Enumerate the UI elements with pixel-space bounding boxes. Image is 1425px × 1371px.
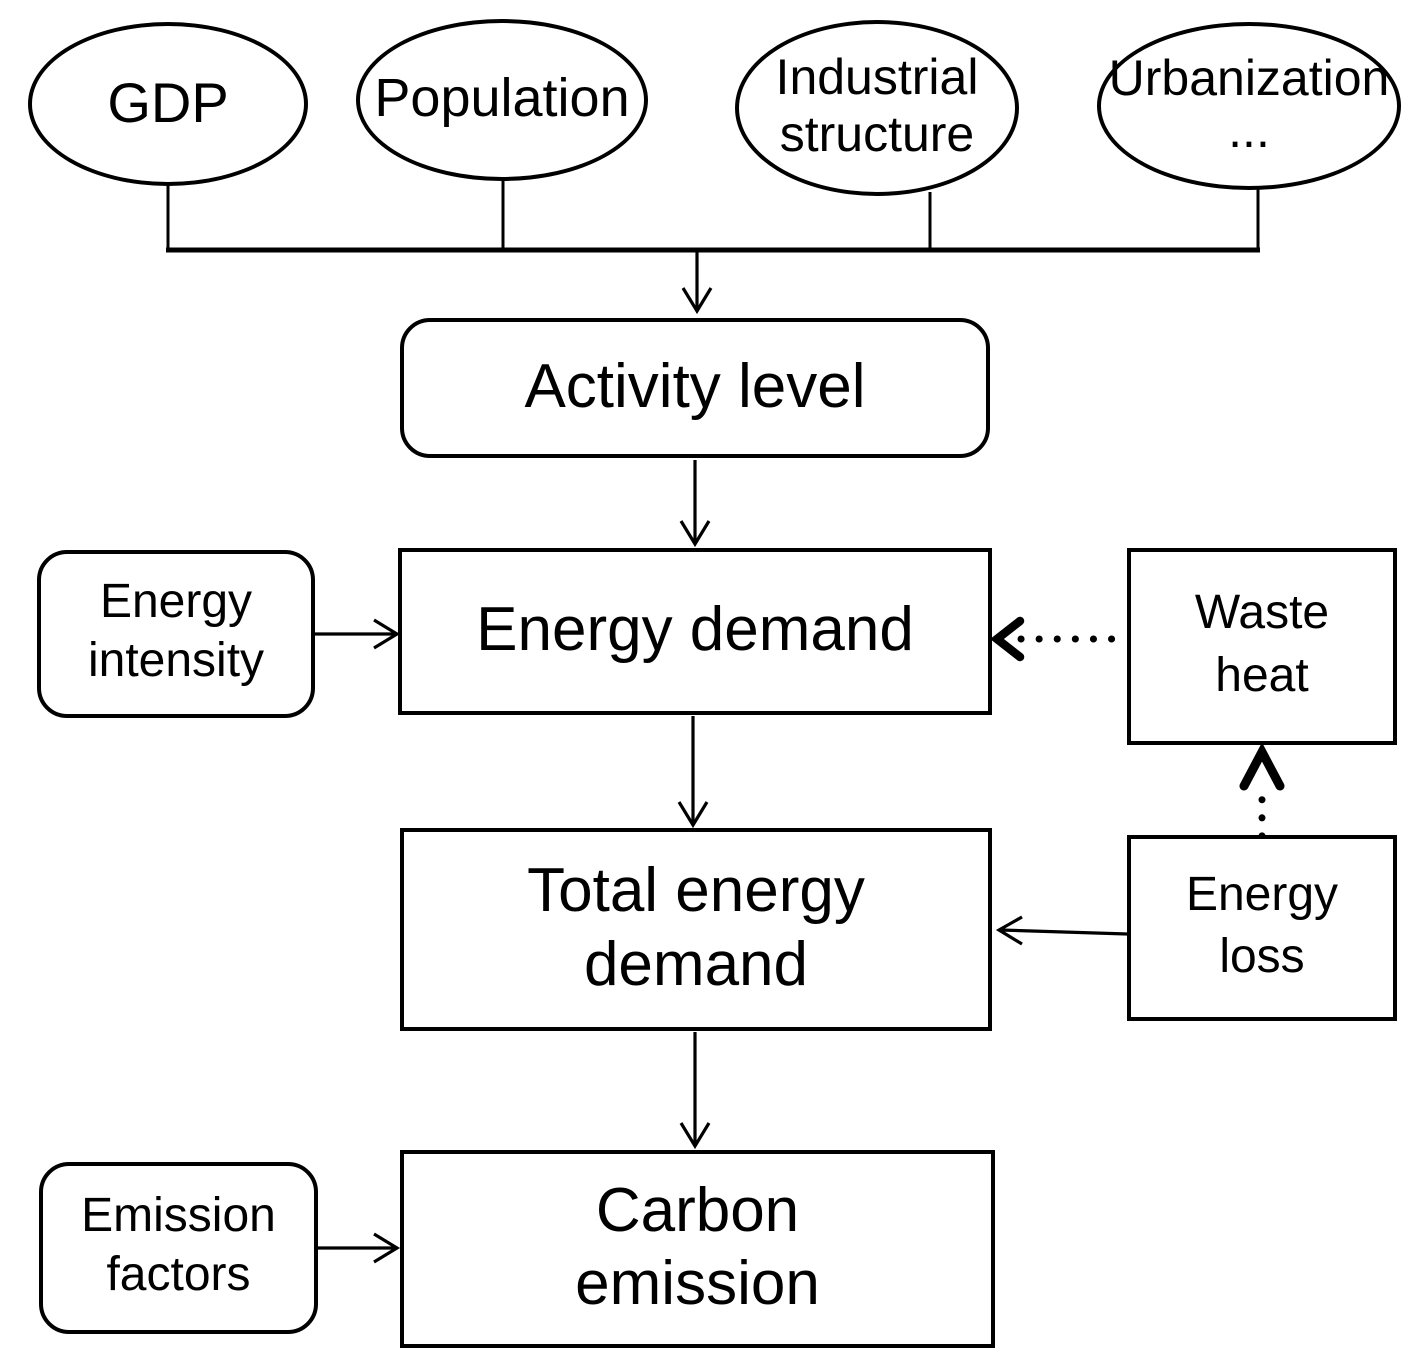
node-population: Population — [356, 19, 648, 181]
node-carbon-emission-label: Carbon emission — [575, 1175, 820, 1318]
node-total-energy-demand-label: Total energy demand — [527, 856, 865, 999]
edge-waste-heat-to-energy-demand — [990, 616, 1130, 662]
node-gdp: GDP — [28, 22, 308, 186]
node-energy-intensity: Energy intensity — [37, 550, 315, 718]
node-energy-demand: Energy demand — [398, 548, 992, 715]
node-gdp-label: GDP — [107, 70, 229, 134]
node-energy-loss: Energy loss — [1127, 835, 1397, 1021]
node-emission-factors-label: Emission factors — [81, 1189, 276, 1301]
node-waste-heat-label: Waste heat — [1194, 586, 1330, 702]
node-industrial-structure: Industrial structure — [735, 20, 1019, 196]
node-activity-level: Activity level — [400, 318, 990, 458]
node-urbanization: Urbanization ... — [1097, 22, 1401, 190]
node-total-energy-demand: Total energy demand — [400, 828, 992, 1031]
node-activity-level-label: Activity level — [524, 351, 866, 421]
edge-energy-loss-to-total — [995, 915, 1128, 946]
edge-emission-factors-to-carbon — [318, 1232, 401, 1264]
node-population-label: Population — [374, 68, 630, 128]
edge-total-to-carbon — [679, 1032, 711, 1150]
node-energy-intensity-label: Energy intensity — [87, 575, 265, 687]
node-waste-heat: Waste heat — [1127, 548, 1397, 745]
node-energy-demand-label: Energy demand — [476, 595, 914, 664]
node-industrial-structure-label: Industrial structure — [775, 48, 979, 163]
edge-energy-demand-to-total — [677, 716, 709, 829]
node-carbon-emission: Carbon emission — [400, 1150, 995, 1348]
edge-activity-to-energy-demand — [679, 460, 711, 548]
node-urbanization-label: Urbanization ... — [1108, 49, 1390, 158]
node-energy-loss-label: Energy loss — [1185, 867, 1339, 983]
edge-energy-loss-to-waste-heat — [1239, 742, 1285, 840]
edge-energy-intensity-to-energy-demand — [315, 618, 401, 650]
edge-bus-to-activity-level — [681, 250, 713, 315]
node-emission-factors: Emission factors — [39, 1162, 318, 1334]
